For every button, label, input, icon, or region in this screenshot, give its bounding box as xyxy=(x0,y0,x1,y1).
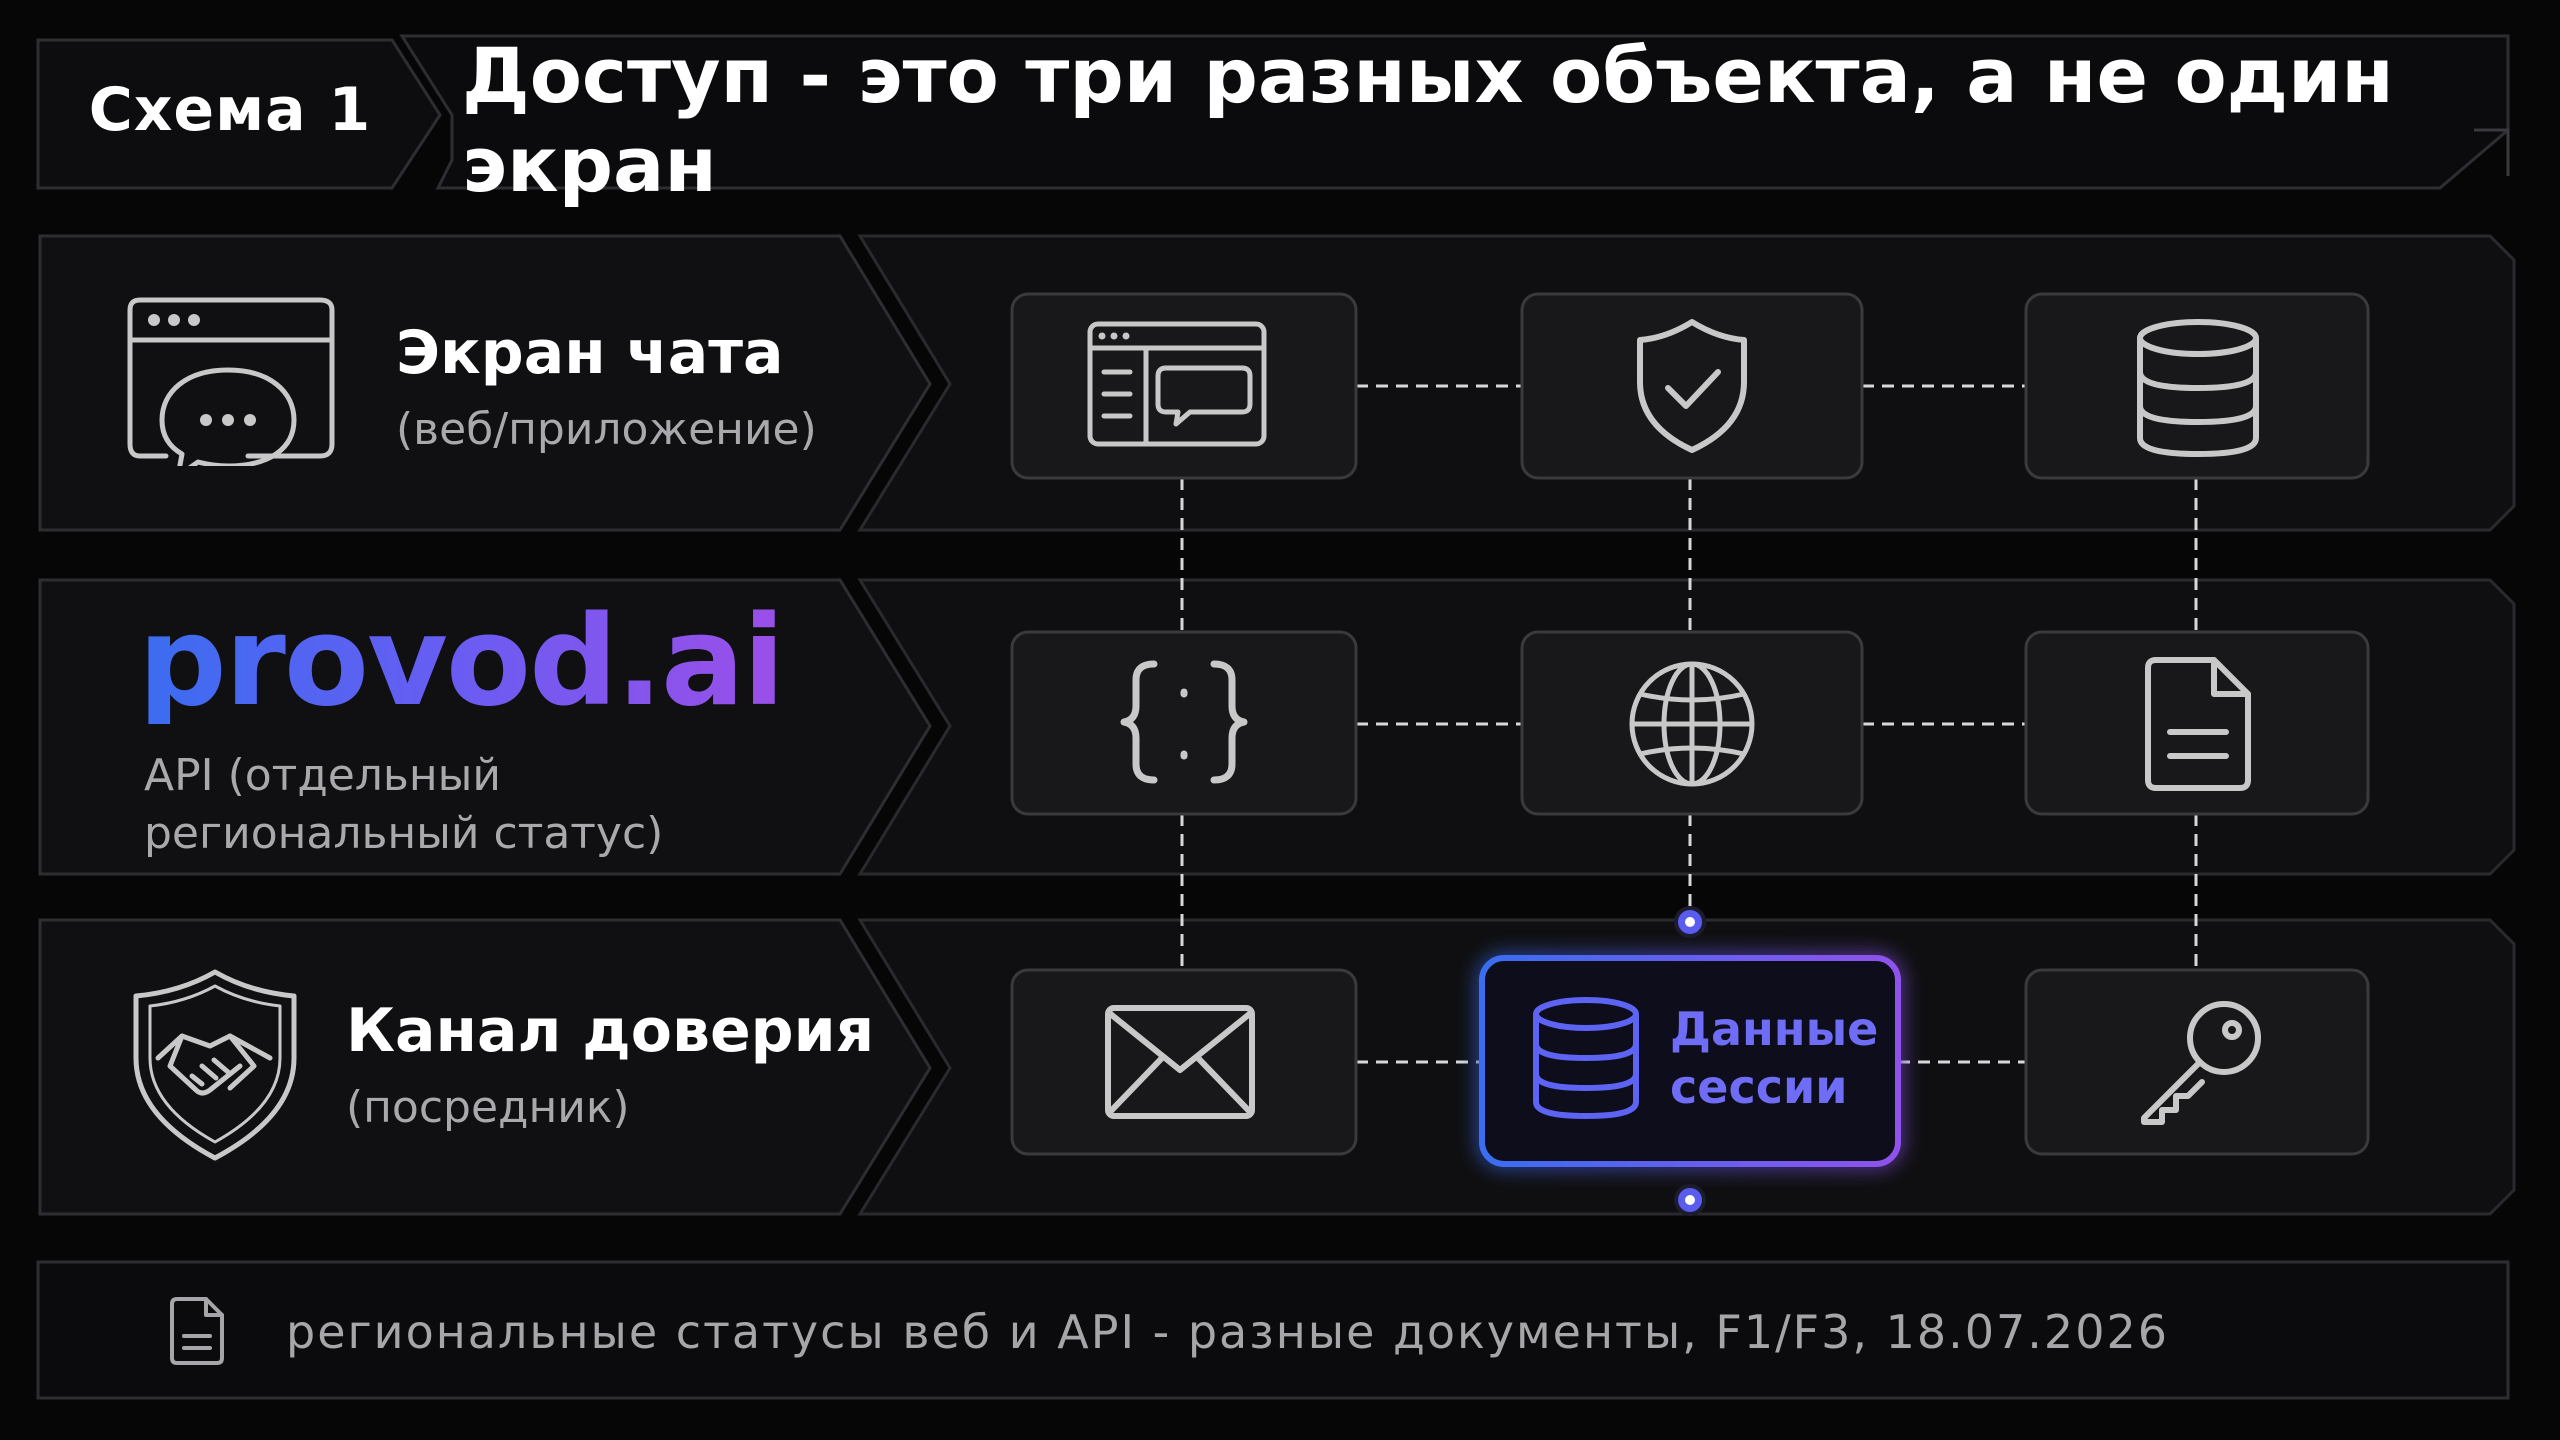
session-data-tile xyxy=(1479,955,1901,1167)
key-icon xyxy=(2141,1001,2261,1125)
row3-title: Канал доверия xyxy=(346,996,875,1066)
row2-subtitle-line2: региональный статус) xyxy=(144,808,664,859)
row1-title: Экран чата xyxy=(396,318,784,388)
mail-icon xyxy=(1105,1005,1255,1119)
row3-subtitle: (посредник) xyxy=(346,1082,630,1133)
session-database-icon xyxy=(1533,997,1639,1120)
header-tab-label: Схема 1 xyxy=(88,75,372,145)
shield-check-icon xyxy=(1637,319,1747,453)
footer-note: региональные статусы веб и API - разные … xyxy=(286,1305,2169,1359)
database-icon xyxy=(2137,319,2259,458)
chat-window-icon xyxy=(127,297,335,466)
code-braces-icon xyxy=(1120,660,1248,784)
tile-shield xyxy=(1520,292,1864,480)
footer-bar xyxy=(36,1260,2510,1400)
tile-document xyxy=(2024,630,2370,816)
web-ui-icon xyxy=(1087,321,1267,447)
row-label-arrow xyxy=(38,918,932,1216)
tile-web-ui xyxy=(1010,292,1358,480)
row1-subtitle: (веб/приложение) xyxy=(396,404,817,455)
globe-icon xyxy=(1629,661,1755,787)
session-data-line2: сессии xyxy=(1670,1060,1848,1114)
header-tab xyxy=(36,38,442,190)
tile-mail xyxy=(1010,968,1358,1156)
row2-subtitle-line1: API (отдельный xyxy=(144,750,501,801)
header-title-bar xyxy=(399,34,2510,190)
row-label-arrow xyxy=(38,578,932,876)
session-data-label: Данные сессии xyxy=(1670,1000,1879,1116)
page-title: Доступ - это три разных объекта, а не од… xyxy=(462,31,2394,209)
provod-logo: provod.ai xyxy=(138,590,785,734)
handshake-shield-icon xyxy=(133,969,297,1161)
session-data-line1: Данные xyxy=(1670,1002,1879,1056)
tile-code xyxy=(1010,630,1358,816)
connector-lines xyxy=(1180,384,2198,1064)
document-icon xyxy=(2145,657,2251,791)
footer-document-icon xyxy=(170,1297,224,1365)
